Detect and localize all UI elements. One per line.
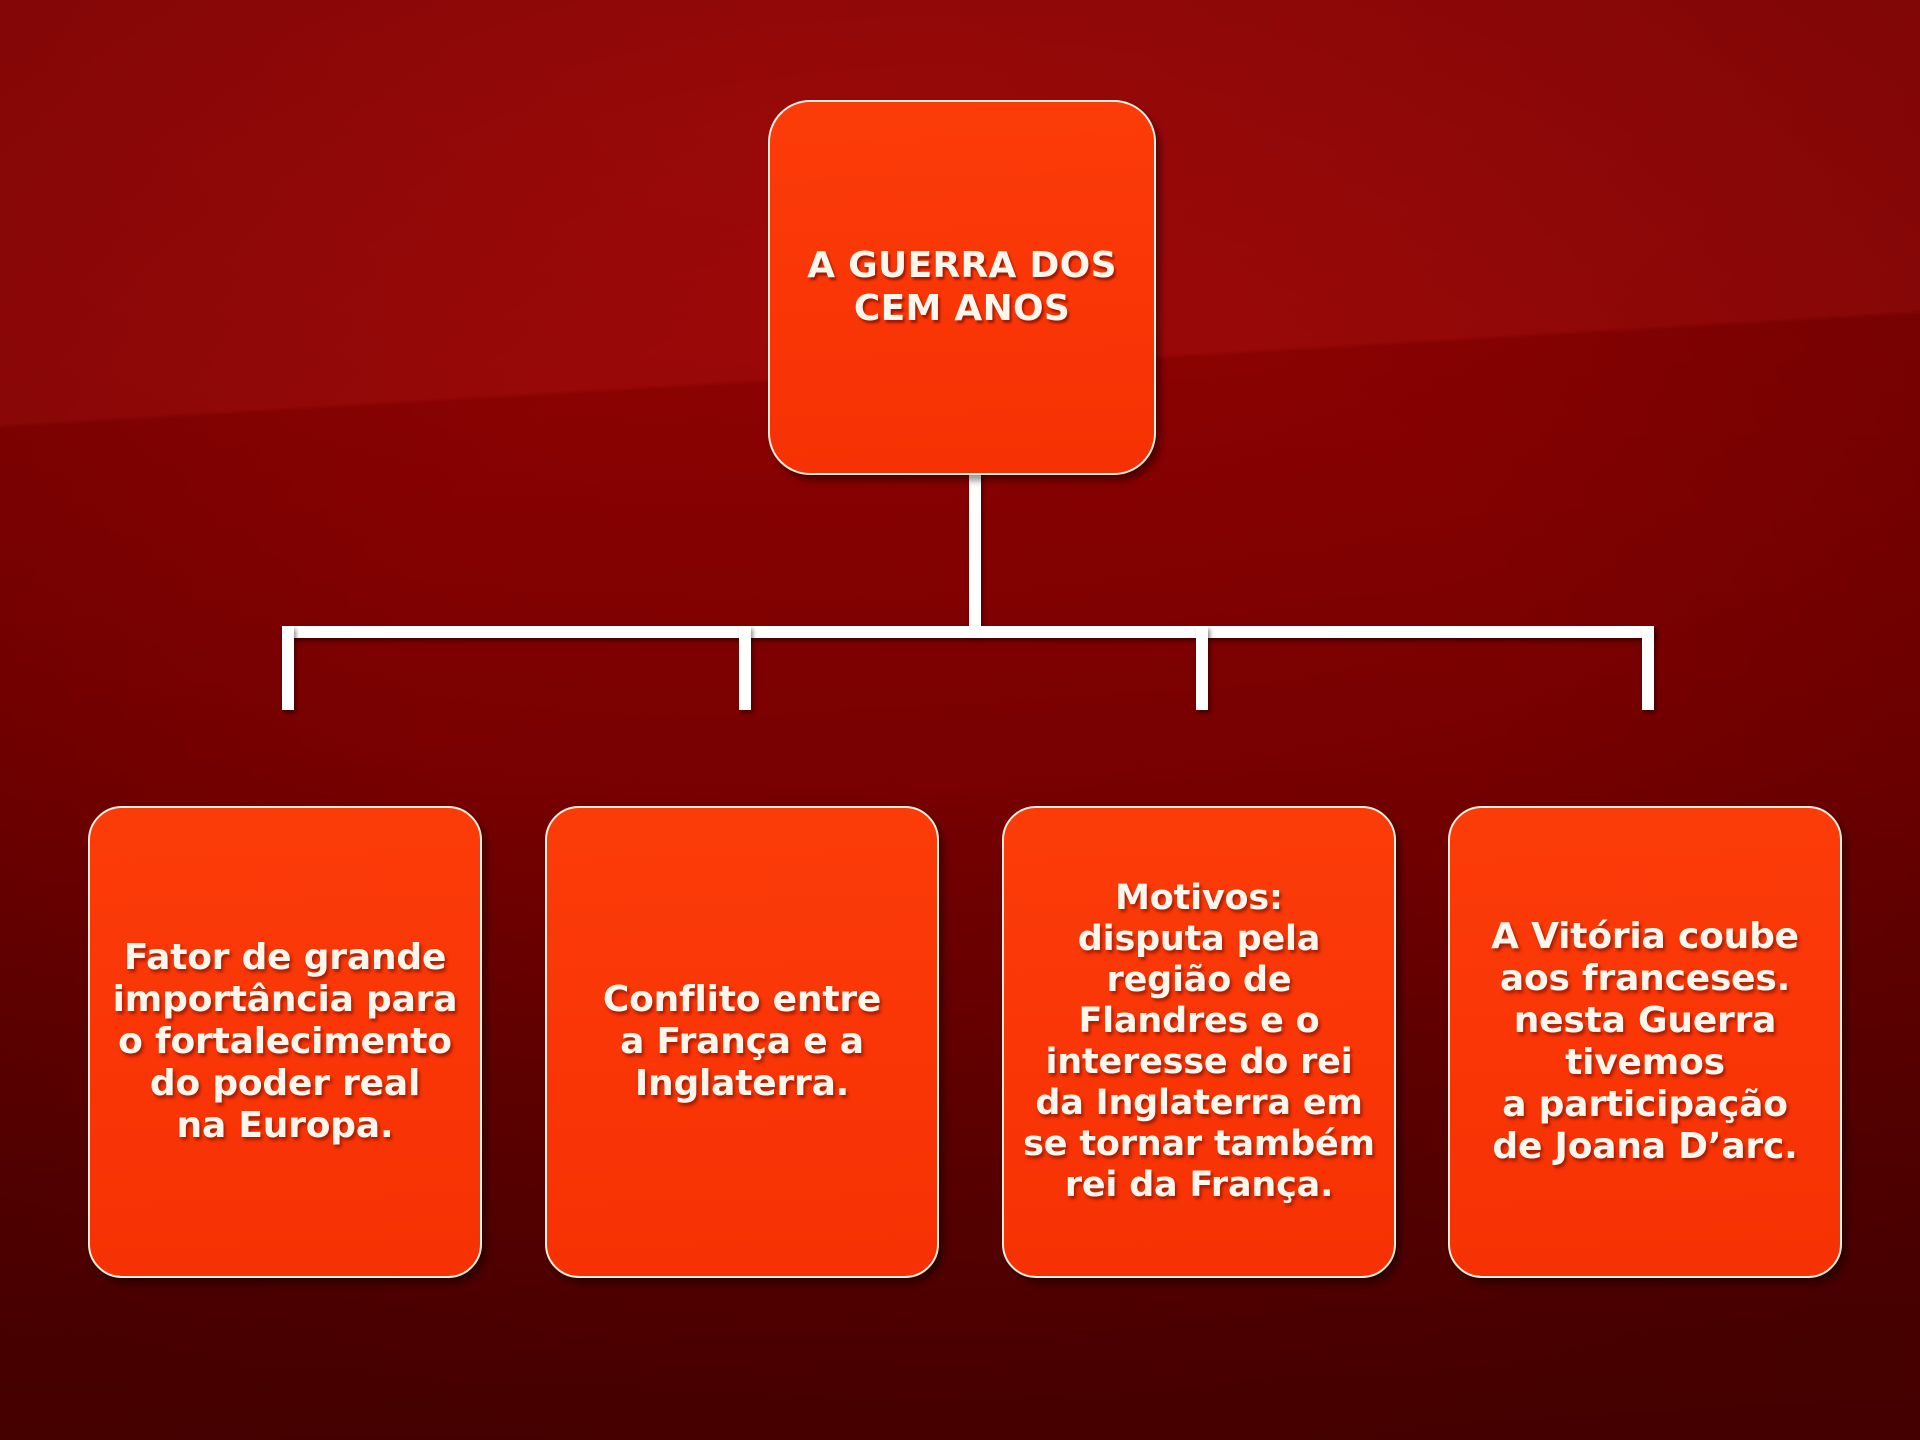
node-child-2[interactable]: Conflito entre a França e a Inglaterra. (545, 806, 939, 1278)
node-child-1[interactable]: Fator de grande importância para o forta… (88, 806, 482, 1278)
node-child-3-label: Motivos: disputa pela região de Flandres… (1023, 878, 1375, 1205)
node-child-4-label: A Vitória coube aos franceses. nesta Gue… (1491, 915, 1799, 1168)
connector-drop-3 (1196, 626, 1208, 710)
node-child-1-label: Fator de grande importância para o forta… (112, 936, 458, 1147)
node-root[interactable]: A GUERRA DOS CEM ANOS (768, 100, 1156, 475)
node-child-3[interactable]: Motivos: disputa pela região de Flandres… (1002, 806, 1396, 1278)
connector-drop-2 (739, 626, 751, 710)
node-child-4[interactable]: A Vitória coube aos franceses. nesta Gue… (1448, 806, 1842, 1278)
connector-horizontal-bus (282, 626, 1654, 638)
connector-drop-1 (282, 626, 294, 710)
node-root-label: A GUERRA DOS CEM ANOS (807, 245, 1117, 329)
connector-drop-4 (1642, 626, 1654, 710)
node-child-2-label: Conflito entre a França e a Inglaterra. (602, 978, 882, 1105)
connector-root-stem (969, 462, 981, 634)
